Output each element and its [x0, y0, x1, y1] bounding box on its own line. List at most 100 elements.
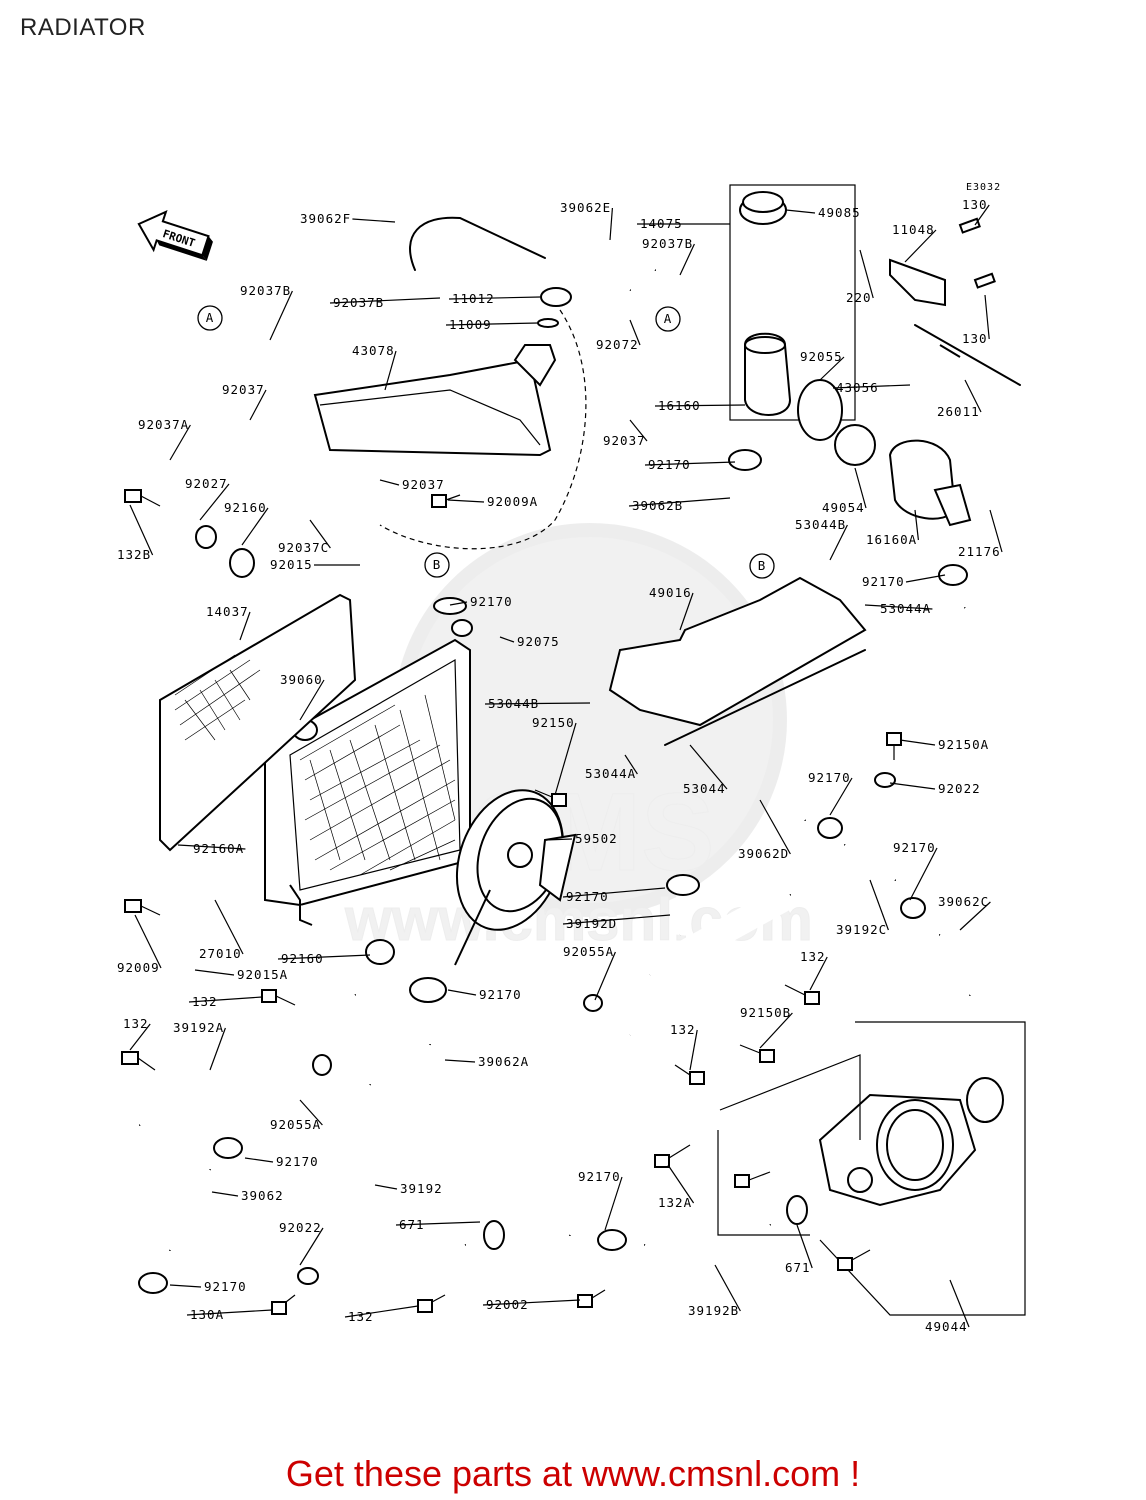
- leader-line: [186, 1309, 273, 1316]
- part-number-label: 92055: [800, 349, 843, 364]
- leader-line: [562, 887, 666, 898]
- part-number-label: 11048: [892, 222, 935, 237]
- part-number-label: 39062: [241, 1188, 284, 1203]
- part-number-label: 39192D: [566, 916, 617, 931]
- leader-line: [889, 782, 936, 790]
- leader-line: [211, 1191, 239, 1197]
- leader-line: [829, 524, 848, 561]
- leader-line: [859, 249, 874, 299]
- part-number-label: 92055A: [270, 1117, 321, 1132]
- part-number-label: 92170: [893, 840, 936, 855]
- part-number-label: 49085: [818, 205, 861, 220]
- leader-line: [899, 739, 936, 746]
- leader-line: [905, 574, 946, 583]
- part-number-label: 39062C: [938, 894, 989, 909]
- part-number-label: 671: [785, 1260, 811, 1275]
- leader-line: [974, 204, 990, 226]
- part-number-label: 130: [962, 197, 988, 212]
- fan-59502: [454, 789, 577, 966]
- leader-line: [169, 1284, 202, 1288]
- part-number-label: 92037B: [642, 236, 693, 251]
- leader-line: [177, 844, 246, 850]
- leader-line: [199, 483, 230, 521]
- part-number-label: 92160A: [193, 841, 244, 856]
- leader-line: [194, 969, 235, 976]
- leader-line: [989, 509, 1003, 553]
- leader-line: [277, 954, 371, 960]
- part-number-label: 92170: [578, 1169, 621, 1184]
- leader-line: [209, 1027, 226, 1071]
- part-number-label: 92009A: [487, 494, 538, 509]
- leader-line: [594, 951, 616, 1001]
- part-number-label: 92170: [470, 594, 513, 609]
- leader-line: [562, 914, 671, 925]
- front-arrow: FRONT: [137, 209, 213, 261]
- part-number-label: 39062E: [560, 200, 611, 215]
- part-number-label: 49044: [925, 1319, 968, 1334]
- part-number-label: 43078: [352, 343, 395, 358]
- footer-link[interactable]: Get these parts at www.cmsnl.com !: [285, 1453, 861, 1494]
- leader-line: [654, 404, 746, 407]
- part-number-label: 39062B: [632, 498, 683, 513]
- part-number-label: 92160: [224, 500, 267, 515]
- part-number-label: 53044A: [880, 601, 931, 616]
- part-number-label: 92170: [566, 889, 609, 904]
- part-number-label: 132B: [117, 547, 151, 562]
- leader-line: [379, 479, 400, 486]
- part-number-label: 132: [123, 1016, 149, 1031]
- part-number-label: 132: [348, 1309, 374, 1324]
- part-number-label: 53044A: [585, 766, 636, 781]
- part-number-label: 92037B: [333, 295, 384, 310]
- part-number-label: 92170: [862, 574, 905, 589]
- callout-circle: [197, 305, 223, 331]
- part-number-label: 53044B: [795, 517, 846, 532]
- leader-line: [964, 379, 982, 413]
- clamps: [138, 449, 968, 1294]
- leader-line: [544, 838, 573, 841]
- hose-39062F: [409, 216, 546, 271]
- part-number-label: 14037: [206, 604, 249, 619]
- part-number-label: 39192A: [173, 1020, 224, 1035]
- part-number-label: 92037A: [138, 417, 189, 432]
- part-number-label: 92037C: [278, 540, 329, 555]
- callout-circle: [749, 553, 775, 579]
- leader-line: [624, 754, 638, 775]
- leader-line: [759, 1012, 793, 1049]
- leader-line: [482, 1299, 581, 1306]
- bracket-11048: [889, 258, 946, 307]
- part-number-label: 92170: [808, 770, 851, 785]
- leader-line: [832, 384, 911, 389]
- part-number-label: 92055A: [563, 944, 614, 959]
- part-number-label: 92015A: [237, 967, 288, 982]
- leader-line: [679, 592, 694, 631]
- part-number-label: 92150: [532, 715, 575, 730]
- leader-line: [352, 218, 396, 223]
- leader-line: [484, 702, 591, 705]
- part-number-label: 53044: [683, 781, 726, 796]
- leader-line: [239, 611, 251, 641]
- leader-line: [609, 207, 613, 241]
- leader-line: [914, 509, 919, 541]
- part-number-label: 92170: [479, 987, 522, 1002]
- diagram-code: E3032: [966, 182, 1001, 193]
- leader-line: [949, 1279, 970, 1328]
- leader-line: [869, 879, 889, 931]
- leader-line: [384, 350, 397, 391]
- leader-line: [959, 901, 991, 931]
- leader-line: [249, 389, 267, 421]
- part-number-label: 39062A: [478, 1054, 529, 1069]
- leader-line: [445, 322, 539, 326]
- leader-line: [904, 229, 937, 263]
- leader-line: [329, 297, 441, 304]
- part-number-label: 39060: [280, 672, 323, 687]
- callout-circle: [424, 552, 450, 578]
- leader-line: [667, 1164, 695, 1204]
- leader-line: [554, 722, 577, 796]
- shroud-49016: [608, 576, 867, 727]
- part-number-label: 92037: [222, 382, 265, 397]
- part-number-label: 92002: [486, 1297, 529, 1312]
- callout-letter: B: [758, 558, 767, 573]
- callout-circle: [655, 306, 681, 332]
- part-number-label: 92037: [402, 477, 445, 492]
- leader-line: [169, 424, 191, 461]
